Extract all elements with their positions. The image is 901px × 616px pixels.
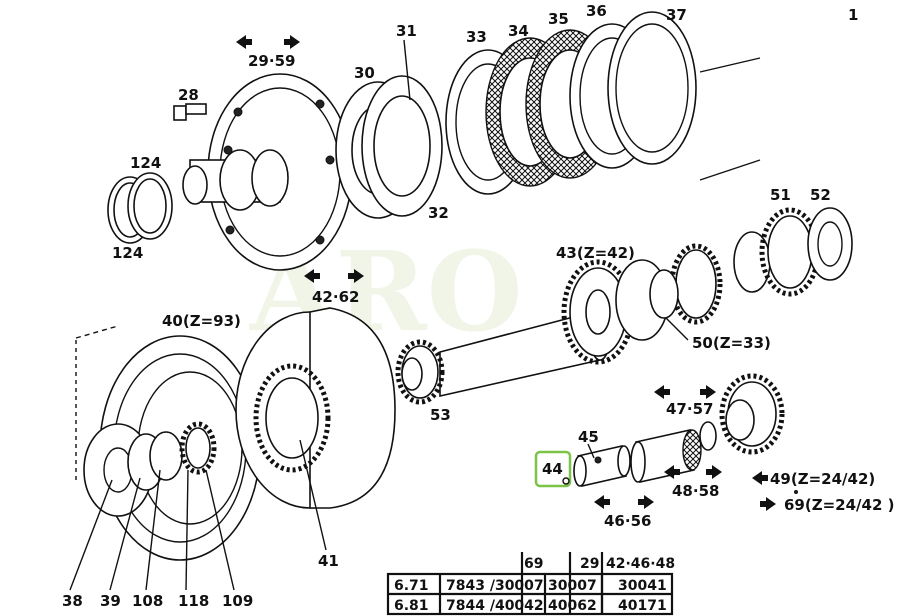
arrows-46-56 <box>594 495 654 509</box>
part-50-gear <box>615 243 723 341</box>
label-29-59: 29·59 <box>248 52 295 70</box>
label-31: 31 <box>396 22 417 40</box>
label-44: 44 <box>542 460 563 478</box>
label-48-58: 48·58 <box>672 482 719 500</box>
table-cell: 40062 <box>548 598 597 614</box>
label-51: 51 <box>770 186 791 204</box>
part-41-drum <box>235 307 396 509</box>
label-69: 69(Z=24/42 ) <box>784 496 894 514</box>
part-housing-shaft <box>182 73 353 271</box>
part-118-109-hub <box>179 421 217 475</box>
table-header-42-46-48: 42·46·48 <box>606 556 675 572</box>
arrow-69 <box>760 497 776 511</box>
table-cell: 40171 <box>618 598 667 614</box>
reference-table: 69 29 42·46·48 6.71 7843 /30007 30007 30… <box>386 552 675 616</box>
part-124-rings <box>107 172 173 244</box>
label-118: 118 <box>178 592 209 610</box>
label-32: 32 <box>428 204 449 222</box>
part-51-52-gears <box>733 207 853 297</box>
label-124-top: 124 <box>130 154 161 172</box>
label-52: 52 <box>810 186 831 204</box>
page-number: 1 <box>848 6 858 24</box>
label-109: 109 <box>222 592 253 610</box>
label-34: 34 <box>508 22 529 40</box>
label-28: 28 <box>178 86 199 104</box>
label-40: 40(Z=93) <box>162 312 241 330</box>
part-45-pin <box>573 445 631 487</box>
label-108: 108 <box>132 592 163 610</box>
label-45: 45 <box>578 428 599 446</box>
label-39: 39 <box>100 592 121 610</box>
label-38: 38 <box>62 592 83 610</box>
label-50: 50(Z=33) <box>692 334 771 352</box>
label-49: 49(Z=24/42) <box>770 470 875 488</box>
table-cell: 6.71 <box>394 578 429 594</box>
part-53-gear <box>395 339 445 405</box>
label-42-62: 42·62 <box>312 288 359 306</box>
table-cell: 7843 /30007 <box>446 578 544 594</box>
arrows-47-57 <box>654 385 716 399</box>
arrow-49 <box>752 471 768 485</box>
label-36: 36 <box>586 2 607 20</box>
highlight-44[interactable] <box>534 450 572 488</box>
label-53: 53 <box>430 406 451 424</box>
label-37: 37 <box>666 6 687 24</box>
part-38-39-108-washers <box>83 423 183 517</box>
table-cell: 7844 /40042 <box>446 598 544 614</box>
arrows-29-59 <box>236 35 300 49</box>
table-cell: 30041 <box>618 578 667 594</box>
label-124-bottom: 124 <box>112 244 143 262</box>
part-43-gear <box>561 259 635 365</box>
table-header-69: 69 <box>524 556 543 572</box>
table-cell: 30007 <box>548 578 597 594</box>
table-cell: 6.81 <box>394 598 429 614</box>
label-47-57: 47·57 <box>666 400 713 418</box>
label-30: 30 <box>354 64 375 82</box>
table-header-29: 29 <box>580 556 599 572</box>
part-49-69-gear <box>719 373 785 455</box>
label-33: 33 <box>466 28 487 46</box>
part-30-31-32-carrier <box>335 75 443 219</box>
label-43: 43(Z=42) <box>556 244 635 262</box>
part-28-bolt <box>173 103 207 121</box>
label-46-56: 46·56 <box>604 512 651 530</box>
label-35: 35 <box>548 10 569 28</box>
part-37-drum <box>607 11 761 181</box>
label-41: 41 <box>318 552 339 570</box>
